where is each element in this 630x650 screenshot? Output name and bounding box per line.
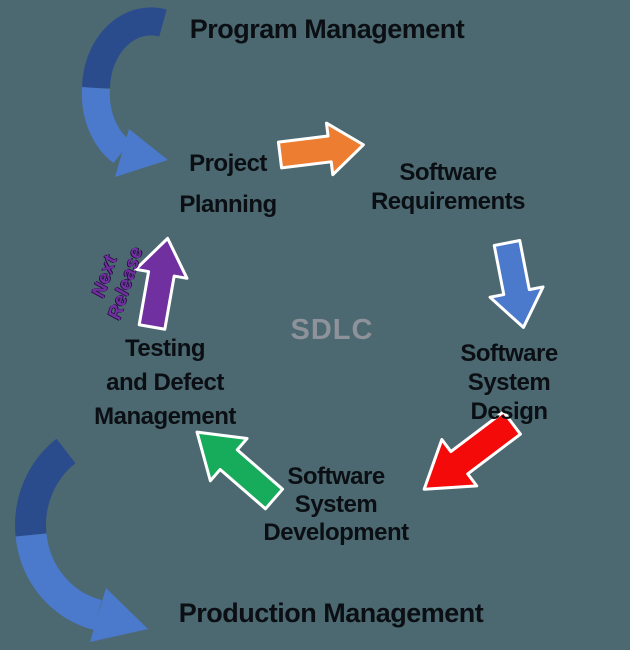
center-title-sdlc: SDLC [290, 314, 374, 346]
curved-arrow-head [115, 129, 168, 177]
next-release-arrow [134, 236, 189, 331]
program-to-planning-curved-arrow [81, 7, 168, 177]
node-label-line: Software [399, 159, 497, 186]
node-label-line: Requirements [370, 188, 526, 215]
curved-arrow-light-segment [15, 532, 103, 631]
node-project-planning: Project Planning [179, 143, 277, 225]
production-management-label: Production Management [178, 598, 484, 628]
node-label-line: Software [287, 463, 385, 490]
curved-arrow-dark-segment [15, 438, 76, 537]
node-label-line: System [467, 369, 551, 396]
node-label-line: Design [470, 398, 548, 425]
planning-to-requirements-arrow [276, 121, 365, 177]
node-software-requirements: Software Requirements [370, 158, 526, 216]
testing-to-production-curved-arrow [15, 438, 148, 642]
node-software-system-development: Software System Development [263, 463, 409, 547]
curved-arrow-head [90, 588, 148, 642]
node-label-line: System [294, 491, 378, 518]
development-to-testing-arrow [195, 430, 285, 511]
node-label-line: Project [189, 150, 267, 177]
node-label-line: Planning [179, 191, 277, 218]
node-label-line: Software [460, 340, 558, 367]
node-software-system-design: Software System Design [460, 339, 558, 426]
design-to-development-arrow [422, 410, 522, 491]
node-label-line: Development [263, 519, 409, 546]
node-label-line: Testing [124, 335, 206, 362]
curved-arrow-light-segment [81, 86, 132, 164]
node-label-line: Management [94, 403, 236, 430]
program-management-label: Program Management [189, 14, 465, 44]
node-label-line: and Defect [106, 369, 224, 396]
node-testing-defect-management: Testing and Defect Management [94, 332, 236, 434]
requirements-to-design-arrow [488, 239, 545, 329]
curved-arrow-dark-segment [82, 7, 167, 89]
